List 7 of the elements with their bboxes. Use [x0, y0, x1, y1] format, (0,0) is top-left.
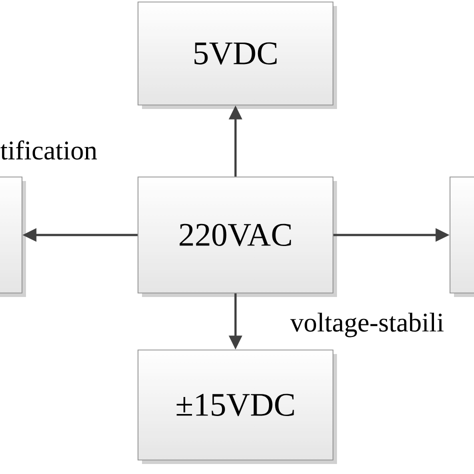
label-text: tification	[0, 140, 97, 160]
block-box: 220VAC	[138, 176, 337, 297]
block-box	[450, 176, 474, 297]
block-box: 5VDC	[138, 2, 337, 109]
block-box: ±15VDC	[138, 350, 337, 464]
block-box	[0, 176, 26, 297]
label-text: voltage-stabili	[290, 312, 444, 338]
